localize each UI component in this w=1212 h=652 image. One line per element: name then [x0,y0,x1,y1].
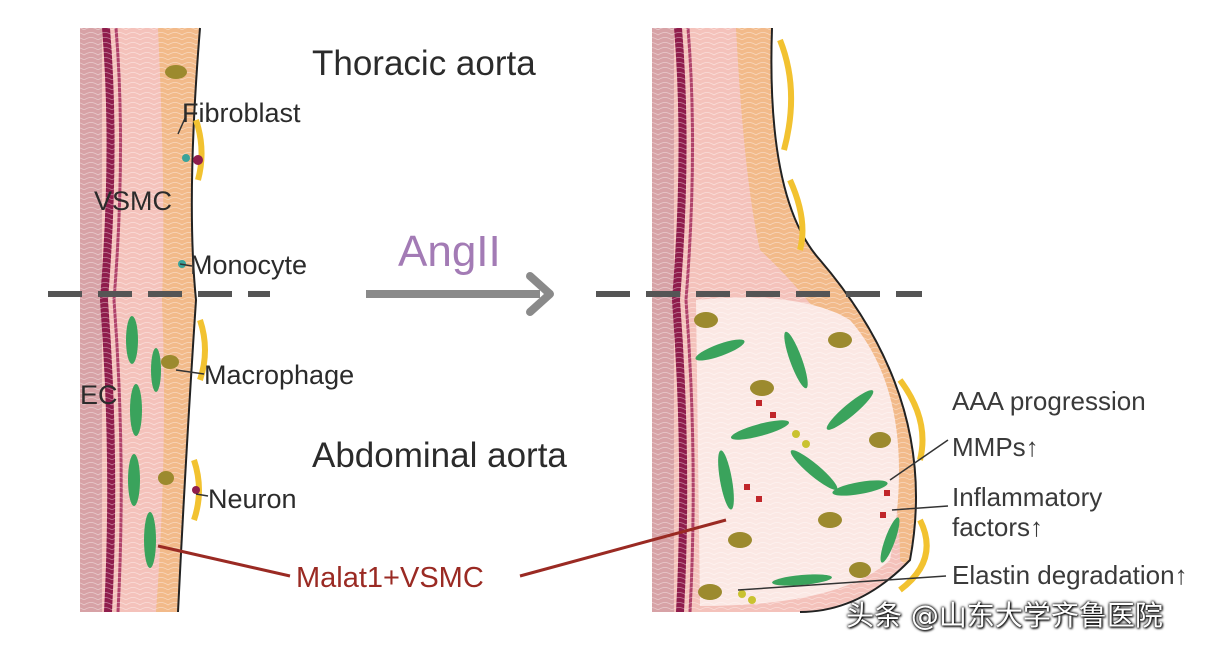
aneurysm-macrophages [694,312,891,600]
inflammatory-label-line1: Inflammatory [952,482,1103,512]
malat1-connectors [157,518,727,578]
vsmc-label: VSMC [94,186,173,216]
ec-label: EC [80,380,118,410]
neuron-label: Neuron [208,484,297,514]
angii-arrow [366,272,554,316]
leader-lines [175,115,949,591]
macrophage-label: Macrophage [204,360,355,390]
abdominal-aorta-label: Abdominal aorta [312,436,567,475]
aneurysm-aorta-wall [652,27,930,613]
watermark: 头条 @山东大学齐鲁医院 [846,599,1163,632]
malat1-vsmc-label: Malat1+VSMC [296,562,484,594]
macrophage-cells [158,65,187,485]
normal-aorta-wall [80,27,208,613]
aaa-progression-label: AAA progression [952,386,1146,416]
mmp-dots [744,400,890,518]
aneurysm-vsmc-cells [695,331,900,586]
inflammatory-label-line2: factors↑ [952,512,1044,542]
angii-label: AngII [398,227,501,276]
vsmc-cells [126,316,161,568]
mmps-label: MMPs↑ [952,432,1039,462]
fibroblast-label: Fibroblast [182,98,301,128]
monocyte-label: Monocyte [190,250,308,280]
elastin-label: Elastin degradation↑ [952,560,1188,590]
thoracic-aorta-label: Thoracic aorta [312,44,536,83]
